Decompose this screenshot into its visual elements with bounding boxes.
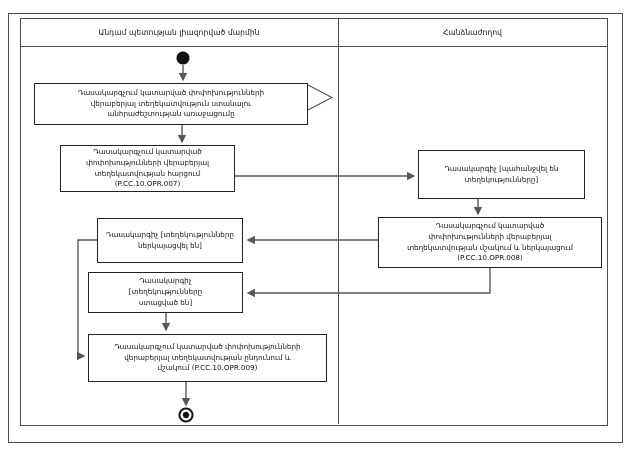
- end-node-core-icon: [182, 411, 190, 419]
- state-box-requested-label: Դասակարգիչ [պահանջվել են տեղեկություններ…: [444, 163, 559, 184]
- edge-state-submitted-to-opr009: [77, 239, 97, 361]
- outer-frame: [8, 13, 623, 443]
- end-node-ring-icon: [178, 407, 194, 423]
- activity-box-opr008: Դասակարգչում կատարված փոփոխությունների վ…: [378, 217, 602, 268]
- edge-opr008-to-state-received: [246, 268, 491, 298]
- activity-box-need-arises-label: Դասակարգչում կատարված փոփոխությունների վ…: [77, 87, 265, 119]
- lane-header-authorized-body: Անդամ պետության լիազորված մարմին: [20, 18, 338, 46]
- activity-box-opr009: Դասակարգչում կատարված փոփոխությունների վ…: [88, 334, 327, 382]
- state-box-received: Դասակարգիչ [տեղեկությունները ստացված են]: [88, 272, 243, 313]
- lane-header-authorized-body-label: Անդամ պետության լիազորված մարմին: [98, 27, 260, 37]
- swimlane-frame: [20, 18, 608, 426]
- chevron-connector-icon: [307, 84, 334, 111]
- state-box-received-label: Դասակարգիչ [տեղեկությունները ստացված են]: [128, 276, 203, 307]
- start-node-icon: [176, 51, 190, 65]
- activity-box-opr009-label: Դասակարգչում կատարված փոփոխությունների վ…: [114, 341, 301, 373]
- lane-divider-line: [338, 18, 339, 424]
- activity-box-opr007: Դասակարգչում կատարված փոփոխությունների վ…: [60, 145, 235, 192]
- state-box-requested: Դասակարգիչ [պահանջվել են տեղեկություններ…: [418, 150, 585, 199]
- header-divider-line: [20, 46, 607, 47]
- activity-box-opr007-label: Դասակարգչում կատարված փոփոխությունների վ…: [85, 146, 210, 189]
- lane-header-commission-label: Հանձնաժողով: [442, 27, 503, 37]
- state-box-submitted-label: Դասակարգիչ [տեղեկությունները ներկայացվել…: [106, 229, 234, 250]
- lane-header-commission: Հանձնաժողով: [338, 18, 607, 46]
- activity-box-opr008-label: Դասակարգչում կատարված փոփոխությունների վ…: [407, 220, 573, 263]
- activity-box-need-arises: Դասակարգչում կատարված փոփոխությունների վ…: [34, 83, 308, 125]
- state-box-submitted: Դասակարգիչ [տեղեկությունները ներկայացվել…: [97, 218, 243, 263]
